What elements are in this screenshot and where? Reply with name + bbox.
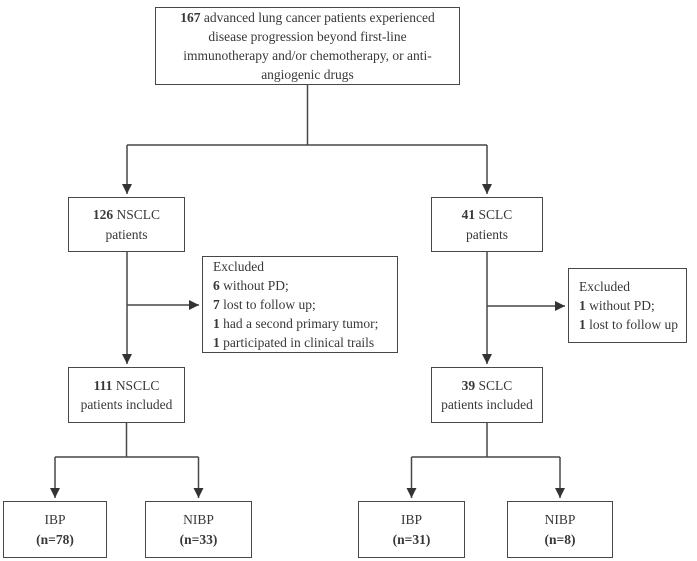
sclc-ibp-label: IBP	[400, 512, 422, 528]
sclc-patients-box: 41 SCLC patients	[431, 197, 543, 252]
nsclc-ibp-box: IBP (n=78)	[3, 501, 107, 558]
nsclc-nibp-box: NIBP (n=33)	[145, 501, 252, 558]
sclc-ibp-count: (n=31)	[392, 531, 431, 547]
nsclc-excluded-title: Excluded	[213, 258, 264, 274]
sclc-label: SCLC	[478, 207, 513, 223]
nsclc-excluded-box: Excluded 6 without PD; 7 lost to follow …	[202, 256, 398, 353]
sclc-included-box: 39 SCLC patients included	[431, 367, 543, 423]
sclc-excluded-box: Excluded 1 without PD; 1 lost to follow …	[568, 268, 687, 343]
nsclc-excluded-item: 1 participated in clinical trails	[213, 335, 375, 351]
nsclc-patients-box: 126 NSCLC patients	[68, 197, 185, 252]
sclc-ibp-box: IBP (n=31)	[358, 501, 465, 558]
nsclc-nibp-count: (n=33)	[179, 531, 218, 547]
sclc-included-label: SCLC	[478, 377, 513, 393]
sclc-excluded-item: 1 without PD;	[579, 297, 655, 313]
enrollment-box: 167 advanced lung cancer patients experi…	[155, 7, 460, 85]
enrollment-description: advanced lung cancer patients experience…	[183, 9, 435, 83]
nsclc-label: NSCLC	[116, 207, 161, 223]
sclc-count: 41	[461, 207, 476, 223]
nsclc-nibp-label: NIBP	[183, 512, 214, 528]
sclc-nibp-label: NIBP	[544, 512, 576, 528]
nsclc-excluded-item: 7 lost to follow up;	[213, 296, 316, 312]
nsclc-included-box: 111 NSCLC patients included	[68, 367, 185, 423]
nsclc-included-label: NSCLC	[115, 377, 160, 393]
sclc-excluded-title: Excluded	[579, 278, 630, 294]
sclc-nibp-box: NIBP (n=8)	[507, 501, 613, 558]
sclc-included-count: 39	[461, 377, 476, 393]
sclc-nibp-count: (n=8)	[544, 531, 576, 547]
sclc-included-sublabel: patients included	[441, 397, 533, 412]
nsclc-ibp-label: IBP	[44, 512, 66, 528]
sclc-excluded-item: 1 lost to follow up	[579, 317, 679, 333]
nsclc-sublabel: patients	[105, 226, 148, 242]
nsclc-count: 126	[92, 207, 114, 223]
nsclc-ibp-count: (n=78)	[36, 531, 74, 547]
nsclc-included-count: 111	[93, 377, 113, 393]
nsclc-excluded-item: 1 had a second primary tumor;	[213, 316, 379, 332]
nsclc-excluded-item: 6 without PD;	[213, 277, 289, 293]
nsclc-included-sublabel: patients included	[80, 397, 173, 412]
sclc-sublabel: patients	[466, 226, 508, 242]
enrollment-text: 167 advanced lung cancer patients experi…	[164, 8, 451, 85]
enrollment-count: 167	[180, 9, 201, 25]
